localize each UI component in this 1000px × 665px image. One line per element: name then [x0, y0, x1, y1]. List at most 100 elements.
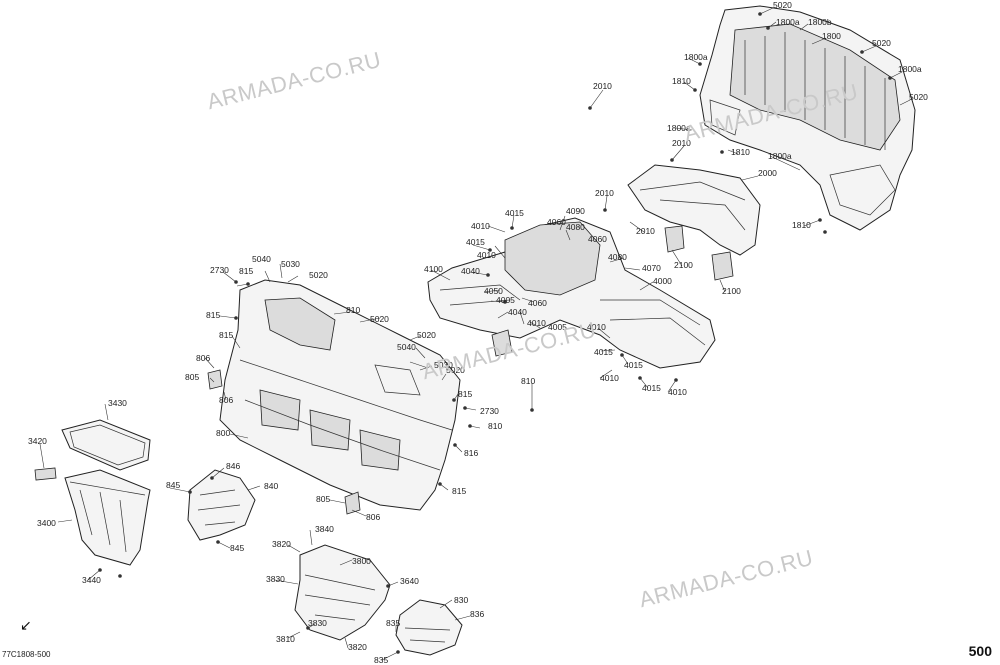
- callout-label: 2730: [210, 265, 229, 275]
- reference-code: 77C1808-500: [2, 650, 51, 659]
- callout-label: 4040: [508, 307, 527, 317]
- callout-label: 4010: [471, 221, 490, 231]
- callout-label: 4010: [587, 322, 606, 332]
- callout-label: 3830: [266, 574, 285, 584]
- callout-label: 4010: [668, 387, 687, 397]
- callout-label: 4000: [653, 276, 672, 286]
- callout-label: 3440: [82, 575, 101, 585]
- callout-label: 4010: [477, 250, 496, 260]
- callout-label: 3420: [28, 436, 47, 446]
- callout-label: 5020: [773, 0, 792, 10]
- callout-label: 3820: [272, 539, 291, 549]
- orientation-arrow-icon: ↙: [20, 617, 32, 633]
- callout-label: 4005: [548, 322, 567, 332]
- callout-label: 4015: [642, 383, 661, 393]
- part-2000-panel: [627, 164, 761, 281]
- callout-label: 2010: [595, 188, 614, 198]
- callout-label: 845: [230, 543, 244, 553]
- part-1800-rear-panel: [699, 5, 916, 231]
- callout-label: 1810: [792, 220, 811, 230]
- leader-lines: [39, 7, 911, 661]
- callout-label: 1800: [822, 31, 841, 41]
- callout-label: 835: [374, 655, 388, 665]
- callout-label: 2100: [722, 286, 741, 296]
- callout-label: 815: [206, 310, 220, 320]
- callout-label: 2010: [672, 138, 691, 148]
- callout-label: 5020: [309, 270, 328, 280]
- part-840-bracket: [187, 469, 256, 541]
- callout-label: 815: [239, 266, 253, 276]
- part-805-bracket: [344, 491, 361, 515]
- callout-label: 5020: [872, 38, 891, 48]
- callout-label: 4010: [527, 318, 546, 328]
- callout-label: 5030: [281, 259, 300, 269]
- callout-label: 840: [264, 481, 278, 491]
- callout-label: 1800a: [776, 17, 800, 27]
- callout-label: 4080: [608, 252, 627, 262]
- callout-label: 4060: [588, 234, 607, 244]
- callout-label: 810: [346, 305, 360, 315]
- page-number: 500: [968, 643, 992, 659]
- callout-label: 5020: [370, 314, 389, 324]
- callout-label: 2000: [758, 168, 777, 178]
- callout-label: 5040: [252, 254, 271, 264]
- callout-label: 4070: [642, 263, 661, 273]
- callout-label: 4015: [624, 360, 643, 370]
- callout-label: 3830: [308, 618, 327, 628]
- callout-label: 815: [219, 330, 233, 340]
- callout-label: 1800a: [898, 64, 922, 74]
- part-805-bracket-left: [207, 369, 223, 390]
- callout-label: 1810: [731, 147, 750, 157]
- callout-label: 4090: [566, 206, 585, 216]
- callout-label: 846: [226, 461, 240, 471]
- callout-label: 3810: [276, 634, 295, 644]
- callout-label: 4100: [424, 264, 443, 274]
- part-3430-lid: [61, 419, 151, 471]
- callout-label: 1800b: [808, 17, 832, 27]
- callout-label: 835: [386, 618, 400, 628]
- callout-label: 1800a: [684, 52, 708, 62]
- callout-label: 1810: [672, 76, 691, 86]
- callout-label: 806: [219, 395, 233, 405]
- callout-label: 805: [316, 494, 330, 504]
- callout-label: 3430: [108, 398, 127, 408]
- callout-label: 4060: [547, 217, 566, 227]
- callout-label: 845: [166, 480, 180, 490]
- callout-label: 806: [366, 512, 380, 522]
- callout-label: 4015: [594, 347, 613, 357]
- callout-label: 4040: [461, 266, 480, 276]
- callout-label: 2730: [480, 406, 499, 416]
- callout-label: 2100: [674, 260, 693, 270]
- callout-labels: 5020 1800a 1800b 1800 5020 1800a 1800a 5…: [28, 0, 928, 665]
- callout-label: 3820: [348, 642, 367, 652]
- callout-label: 810: [521, 376, 535, 386]
- callout-label: 806: [196, 353, 210, 363]
- part-830-cover: [395, 599, 463, 656]
- callout-label: 5030: [434, 360, 453, 370]
- callout-label: 830: [454, 595, 468, 605]
- callout-label: 4080: [566, 222, 585, 232]
- callout-label: 4060: [528, 298, 547, 308]
- fastener-dots: [98, 12, 892, 654]
- callout-label: 4005: [496, 295, 515, 305]
- callout-label: 5020: [417, 330, 436, 340]
- callout-label: 4010: [600, 373, 619, 383]
- callout-label: 816: [464, 448, 478, 458]
- part-3400-bin: [64, 469, 151, 566]
- callout-label: 2010: [636, 226, 655, 236]
- part-3420-strip: [34, 467, 57, 481]
- callout-label: 800: [216, 428, 230, 438]
- part-4000-assembly: [427, 217, 716, 369]
- callout-label: 4015: [505, 208, 524, 218]
- part-800-center-panel: [219, 279, 461, 511]
- callout-label: 815: [458, 389, 472, 399]
- callout-label: 2010: [593, 81, 612, 91]
- callout-label: 836: [470, 609, 484, 619]
- callout-label: 4015: [466, 237, 485, 247]
- callout-label: 805: [185, 372, 199, 382]
- callout-label: 5040: [397, 342, 416, 352]
- callout-label: 1800a: [768, 151, 792, 161]
- callout-label: 3840: [315, 524, 334, 534]
- callout-label: 3800: [352, 556, 371, 566]
